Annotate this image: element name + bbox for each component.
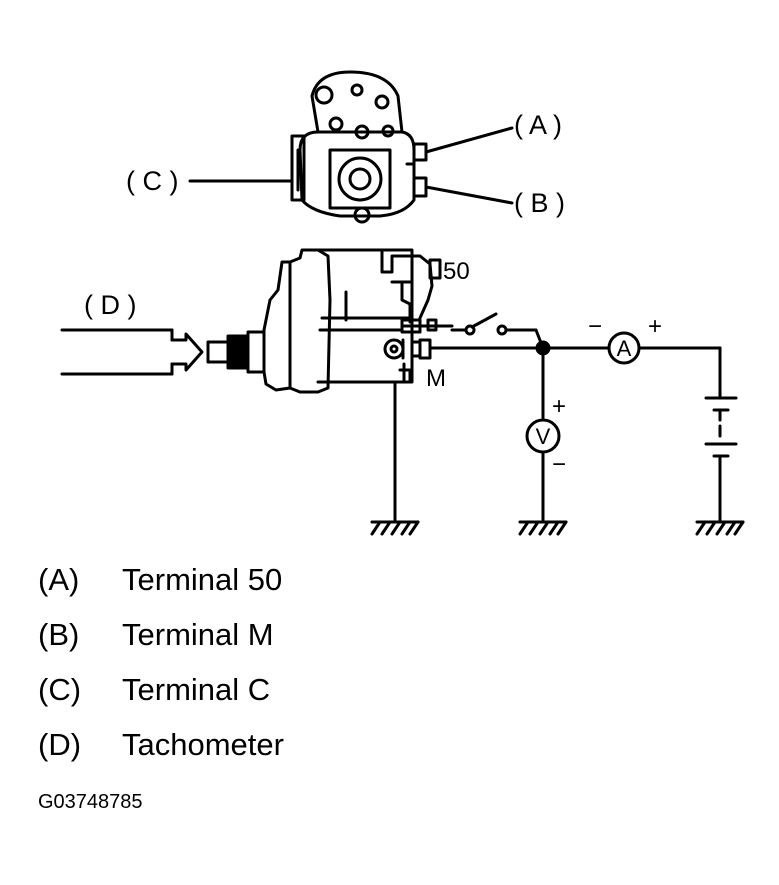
callout-c: ( C ) bbox=[126, 166, 178, 196]
tachometer-arrow bbox=[60, 328, 204, 376]
terminal-50-label: 50 bbox=[443, 258, 470, 285]
legend-key: (C) bbox=[38, 672, 82, 707]
legend-row-d: (D) Tachometer bbox=[38, 727, 284, 763]
starter-test-diagram: ( A ) ( B ) ( C ) ( D ) 50 M A V − + + − bbox=[60, 70, 745, 536]
ground-symbol-voltmeter bbox=[518, 520, 568, 536]
document-code: G03748785 bbox=[38, 791, 143, 813]
ammeter-plus-sign: + bbox=[648, 313, 662, 340]
legend-text: Terminal 50 bbox=[122, 562, 283, 597]
legend-row-b: (B) Terminal M bbox=[38, 617, 274, 653]
legend-text: Terminal M bbox=[122, 617, 274, 652]
legend-row-c: (C) Terminal C bbox=[38, 672, 270, 708]
ammeter-minus-sign: − bbox=[588, 313, 602, 340]
callout-d: ( D ) bbox=[84, 290, 136, 320]
ground-symbol-battery bbox=[695, 520, 745, 536]
legend-key: (D) bbox=[38, 727, 82, 762]
terminal-m-label: M bbox=[426, 365, 446, 392]
legend-key: (B) bbox=[38, 617, 80, 652]
test-wiring bbox=[393, 312, 738, 522]
legend-text: Terminal C bbox=[122, 672, 271, 707]
voltmeter-symbol: V bbox=[536, 424, 551, 449]
starter-end-view bbox=[188, 70, 514, 224]
legend-text: Tachometer bbox=[122, 727, 284, 762]
legend-row-a: (A) Terminal 50 bbox=[38, 562, 282, 598]
voltmeter-plus-sign: + bbox=[552, 393, 566, 420]
ground-symbol-starter bbox=[370, 520, 420, 536]
starter-motor bbox=[206, 248, 454, 394]
voltmeter-minus-sign: − bbox=[552, 451, 566, 478]
legend-key: (A) bbox=[38, 562, 80, 597]
callout-b: ( B ) bbox=[514, 188, 565, 218]
ammeter-symbol: A bbox=[617, 336, 632, 361]
callout-a: ( A ) bbox=[514, 110, 562, 140]
